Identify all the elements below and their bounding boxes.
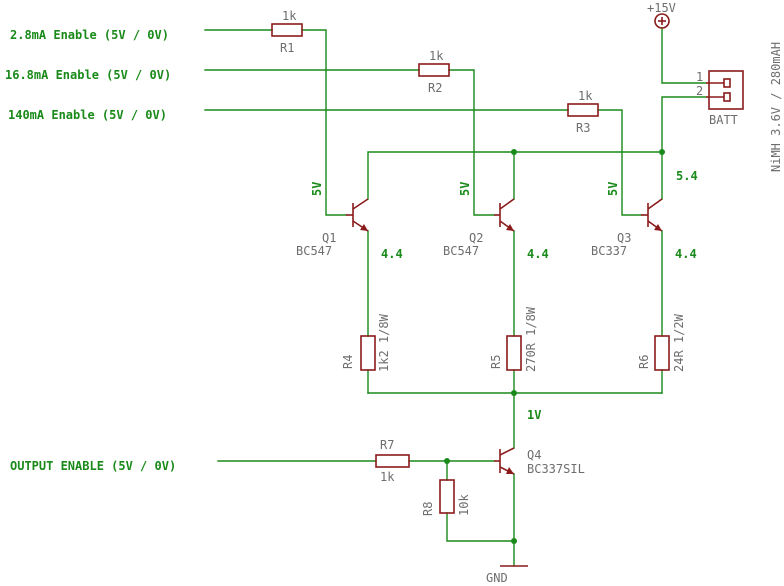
voltage-annotations: 5V 5V 5V 4.4 4.4 4.4 5.4 1V	[310, 169, 698, 422]
resistor-r3: 1k R3	[567, 89, 599, 135]
r7-name: R7	[380, 438, 394, 452]
r1-value: 1k	[282, 9, 297, 23]
voltage-bus-node: 1V	[527, 408, 541, 422]
r3-name: R3	[576, 121, 590, 135]
r5-name: R5	[489, 355, 503, 369]
junction-dot	[659, 149, 665, 155]
r4-value: 1k2 1/8W	[377, 313, 391, 372]
supply-label: +15V	[647, 1, 676, 15]
input-label-140ma: 140mA Enable (5V / 0V)	[8, 108, 167, 122]
q2-name: Q2	[469, 231, 483, 245]
voltage-base-q2: 5V	[458, 182, 472, 196]
junctions	[444, 149, 665, 544]
input-label-2-8ma: 2.8mA Enable (5V / 0V)	[10, 28, 169, 42]
r1-name: R1	[280, 41, 294, 55]
transistor-q1: Q1 BC547	[296, 198, 369, 258]
transistor-q4: Q4 BC337SIL	[494, 447, 585, 476]
transistor-q3: Q3 BC337	[591, 198, 663, 258]
q4-name: Q4	[527, 448, 541, 462]
battery-connector: 1 2 BATT NiMH 3.6V / 280mAH	[696, 42, 783, 172]
resistor-r6: R6 24R 1/2W	[637, 313, 686, 372]
q3-name: Q3	[617, 231, 631, 245]
ground-symbol: GND	[486, 565, 528, 585]
resistor-r4: R4 1k2 1/8W	[341, 313, 391, 372]
batt-name: BATT	[709, 113, 738, 127]
resistor-r5: R5 270R 1/8W	[489, 306, 538, 372]
r3-value: 1k	[578, 89, 593, 103]
q3-part: BC337	[591, 244, 627, 258]
q2-part: BC547	[443, 244, 479, 258]
r6-name: R6	[637, 355, 651, 369]
r7-value: 1k	[380, 470, 395, 484]
r8-name: R8	[421, 502, 435, 516]
transistor-q2: Q2 BC547	[443, 198, 515, 258]
q1-part: BC547	[296, 244, 332, 258]
batt-pin1: 1	[696, 70, 703, 84]
voltage-base-q3: 5V	[606, 182, 620, 196]
r2-value: 1k	[429, 49, 444, 63]
junction-dot	[511, 149, 517, 155]
q4-part: BC337SIL	[527, 462, 585, 476]
wires	[204, 27, 707, 567]
voltage-emitter-q1: 4.4	[381, 247, 403, 261]
junction-dot	[444, 458, 450, 464]
voltage-emitter-q3: 4.4	[675, 247, 697, 261]
r8-value: 10k	[457, 494, 471, 516]
input-labels: 2.8mA Enable (5V / 0V) 16.8mA Enable (5V…	[5, 28, 176, 473]
q1-name: Q1	[322, 231, 336, 245]
r5-value: 270R 1/8W	[524, 306, 538, 372]
voltage-emitter-q2: 4.4	[527, 247, 549, 261]
voltage-collector-node: 5.4	[676, 169, 698, 183]
r4-name: R4	[341, 355, 355, 369]
resistor-r2: 1k R2	[418, 49, 450, 95]
input-label-16-8ma: 16.8mA Enable (5V / 0V)	[5, 68, 171, 82]
input-label-output-enable: OUTPUT ENABLE (5V / 0V)	[10, 459, 176, 473]
ground-label: GND	[486, 571, 508, 585]
junction-dot	[511, 390, 517, 396]
supply-15v: +15V	[647, 1, 676, 29]
resistor-r8: R8 10k	[421, 479, 471, 516]
resistor-r1: 1k R1	[271, 9, 303, 55]
r6-value: 24R 1/2W	[672, 313, 686, 372]
r2-name: R2	[428, 81, 442, 95]
batt-spec: NiMH 3.6V / 280mAH	[769, 42, 783, 172]
batt-pin2: 2	[696, 84, 703, 98]
junction-dot	[511, 538, 517, 544]
resistor-r7: R7 1k	[375, 438, 410, 484]
voltage-base-q1: 5V	[310, 182, 324, 196]
